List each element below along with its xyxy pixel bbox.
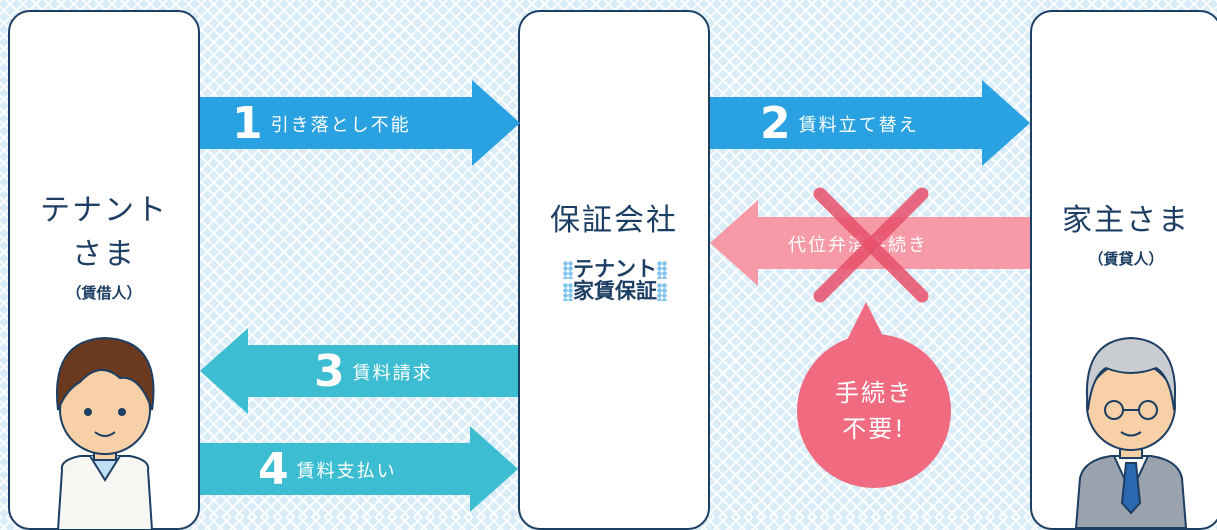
arrow-4 [200,426,518,512]
arrow-1-text: 引き落とし不能 [270,115,411,136]
tenant-name-line1: テナント [40,193,168,228]
cross-icon [813,187,929,303]
arrow-2-label: 2 賃料立て替え [760,102,919,146]
landlord-avatar-icon [1074,336,1188,528]
logo-dots-icon [563,261,573,279]
guarantor-name: 保証会社 [550,203,678,238]
arrow-4-text: 賃料支払い [296,461,397,482]
bubble-line2: 不要! [842,415,906,443]
landlord-box: 家主さま （賃貸人） [1030,10,1217,530]
bubble-line1: 手続き [835,379,913,407]
tenant-role: （賃借人） [66,284,142,302]
tenant-name-line2: さま [72,237,136,272]
arrow-2 [710,80,1030,166]
guarantor-box: 保証会社 テナント 家賃保証 [518,10,710,530]
arrow-3-number: 3 [314,346,345,397]
arrow-3-text: 賃料請求 [352,363,433,384]
tenant-avatar-icon [56,336,155,530]
arrow-2-number: 2 [760,98,791,149]
logo-line1: テナント [573,257,657,281]
logo-line2: 家賃保証 [573,279,657,303]
logo-dots-icon [657,261,667,279]
logo-dots-icon [657,283,667,301]
arrow-4-number: 4 [258,444,289,495]
arrow-3 [200,328,518,414]
guarantor-logo: テナント 家賃保証 [540,258,690,302]
logo-dots-icon [563,283,573,301]
arrow-subrogation-label: 代位弁済手続き [788,231,928,257]
arrow-1 [200,80,520,166]
landlord-name: 家主さま [1062,203,1190,238]
landlord-role: （賃貸人） [1088,250,1164,268]
arrow-4-label: 4 賃料支払い [258,448,397,492]
tenant-box: テナント さま （賃借人） [8,10,200,530]
arrow-3-label: 3 賃料請求 [314,350,433,394]
no-procedure-bubble: 手続き 不要! [797,334,951,488]
arrow-1-label: 1 引き落とし不能 [232,102,411,146]
arrow-1-number: 1 [232,98,263,149]
arrow-2-text: 賃料立て替え [798,115,919,136]
arrow-subrogation-text: 代位弁済手続き [788,235,928,256]
